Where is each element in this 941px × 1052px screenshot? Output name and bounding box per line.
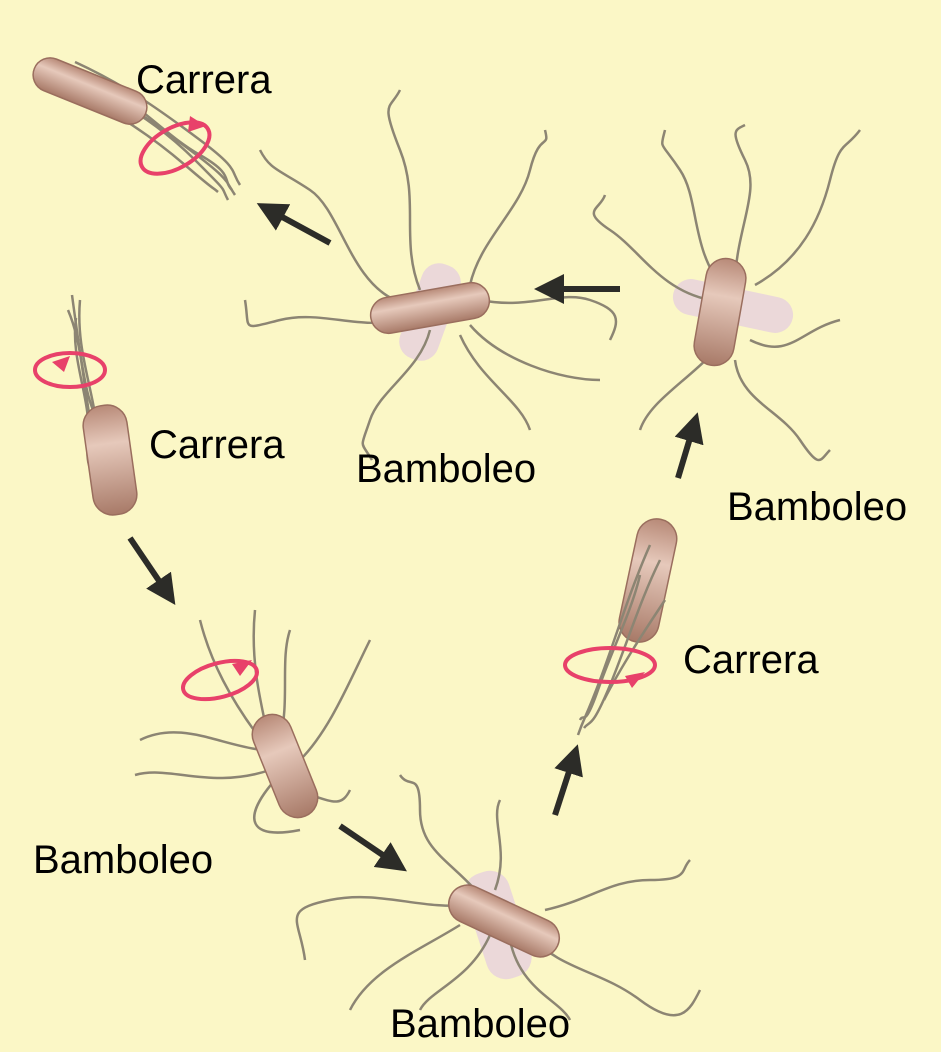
tumble-label: Bamboleo (390, 1004, 570, 1044)
cell-body (28, 53, 152, 129)
cell-body (691, 255, 749, 368)
tumble-cell-4 (297, 775, 700, 1020)
tumble-cell-2 (594, 125, 860, 460)
arrow-icon (130, 538, 172, 600)
arrow-icon (262, 206, 330, 243)
run-label: Carrera (683, 640, 819, 680)
rotation-arrow-icon (35, 353, 105, 387)
run-cell-2 (35, 295, 139, 518)
tumble-label: Bamboleo (33, 840, 213, 880)
tumble-label: Bamboleo (356, 449, 536, 489)
tumble-cell-1 (245, 90, 616, 460)
arrow-icon (678, 418, 696, 478)
cell-body (81, 402, 140, 517)
run-label: Carrera (149, 425, 285, 465)
tumble-label: Bamboleo (727, 487, 907, 527)
arrow-icon (340, 826, 402, 868)
rotation-arrow-icon (179, 654, 261, 707)
flagella (135, 610, 370, 833)
tumble-cell-3 (135, 610, 370, 833)
run-label: Carrera (136, 60, 272, 100)
run-cell-3 (565, 515, 680, 735)
arrow-icon (555, 750, 576, 815)
